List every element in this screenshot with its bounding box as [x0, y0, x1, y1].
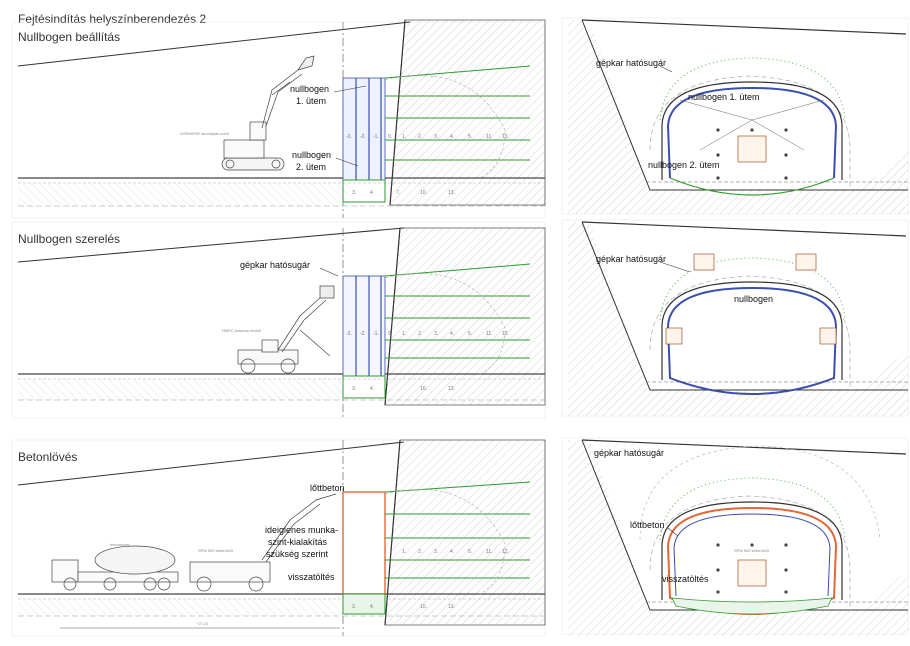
svg-text:3.: 3.	[352, 386, 356, 392]
excavator-label: LIEBHERR lánctalpas kotró	[180, 131, 230, 136]
label-reach-panel2: gépkar hatósugár	[240, 260, 310, 270]
label-right2-arch: nullbogen	[734, 294, 773, 304]
section3-title: Betonlövés	[18, 450, 78, 464]
panel2-soil	[384, 227, 546, 406]
svg-text:4.: 4.	[370, 386, 374, 392]
sprayer-label: SPM 500 betonlövő	[198, 548, 234, 553]
panel3-soil	[384, 439, 546, 626]
svg-text:2.: 2.	[418, 549, 422, 555]
sprayer-drawing	[189, 493, 337, 592]
svg-text:12.: 12.	[502, 134, 509, 140]
svg-text:-2.: -2.	[360, 331, 366, 337]
mixer-truck-drawing	[51, 545, 179, 591]
main-title: Fejtésindítás helyszínberendezés 2	[18, 12, 207, 26]
label-right3-backfill: visszatöltés	[662, 574, 709, 584]
label-right2-reach: gépkar hatósugár	[596, 254, 666, 264]
svg-text:11.: 11.	[486, 331, 493, 337]
lift-drawing	[237, 285, 335, 374]
label-temp-level-line3: szükség szerint	[266, 549, 329, 559]
label-backfill: visszatöltés	[288, 572, 335, 582]
section2-title: Nullbogen szerelés	[18, 232, 121, 246]
svg-text:1.: 1.	[402, 549, 406, 555]
svg-text:-1.: -1.	[373, 134, 379, 140]
svg-text:5.: 5.	[468, 331, 472, 337]
svg-text:4.: 4.	[450, 331, 454, 337]
svg-text:0.: 0.	[388, 134, 392, 140]
panel3-longitudinal: 1. 2. 3. 4. 5. 11. 12. 3. 4. 10. 13. betonmix…	[11, 439, 546, 637]
svg-text:2.: 2.	[418, 134, 422, 140]
svg-text:3.: 3.	[352, 604, 356, 610]
svg-text:0.: 0.	[388, 331, 392, 337]
mixer-label: betonmixer	[110, 542, 130, 547]
label-right1-arch1: nullbogen 1. ütem	[688, 92, 760, 102]
label-right3-machine: SPM 500 betonlövő	[734, 548, 770, 553]
svg-text:5.: 5.	[468, 549, 472, 555]
panel2-longitudinal: -3. -2. -1. 0. 1. 2. 3. 4. 5. 11. 12. 3. 4. 10…	[11, 221, 546, 419]
label-nullbogen1-line1: nullbogen	[290, 84, 329, 94]
svg-text:10.: 10.	[420, 386, 427, 392]
svg-text:4.: 4.	[370, 604, 374, 610]
section1-title: Nullbogen beállítás	[18, 30, 121, 44]
svg-text:-3.: -3.	[346, 331, 352, 337]
svg-text:4.: 4.	[450, 134, 454, 140]
dimension-label: ~27,21	[196, 621, 209, 626]
label-right1-arch2: nullbogen 2. ütem	[648, 160, 720, 170]
svg-text:13.: 13.	[448, 604, 455, 610]
svg-text:4.: 4.	[450, 549, 454, 555]
svg-text:1.: 1.	[402, 134, 406, 140]
svg-text:-3.: -3.	[346, 134, 352, 140]
label-nullbogen2-line1: nullbogen	[292, 150, 331, 160]
panel3-cross-section: SPM 500 betonlövő gépkar hatósugár lőttb…	[561, 437, 909, 636]
svg-text:1.: 1.	[402, 331, 406, 337]
svg-text:13.: 13.	[448, 190, 455, 196]
svg-text:4.: 4.	[370, 190, 374, 196]
svg-text:-1.: -1.	[373, 331, 379, 337]
panel2-cross-section: gépkar hatósugár nullbogen	[561, 219, 909, 417]
svg-text:3.: 3.	[434, 134, 438, 140]
svg-text:12.: 12.	[502, 549, 509, 555]
svg-text:3.: 3.	[434, 331, 438, 337]
svg-text:-2.: -2.	[360, 134, 366, 140]
lift-label: HMEC kosaras emelő	[222, 328, 262, 333]
svg-text:3.: 3.	[434, 549, 438, 555]
panel1-longitudinal: -3. -2. -1. 0. 1. 2. 3. 4. 5. 11. 12. 3. 4. 7.…	[11, 19, 546, 219]
label-right3-reach: gépkar hatósugár	[594, 448, 664, 458]
svg-text:10.: 10.	[420, 190, 427, 196]
panel1-soil	[389, 19, 546, 206]
svg-text:10.: 10.	[420, 604, 427, 610]
svg-text:7.: 7.	[396, 190, 400, 196]
label-nullbogen2-line2: 2. ütem	[296, 162, 326, 172]
label-temp-level-line2: szint-kialakítás	[268, 537, 328, 547]
label-nullbogen1-line2: 1. ütem	[296, 96, 326, 106]
panel1-cross-section: gépkar hatósugár nullbogen 1. ütem nullb…	[561, 17, 909, 215]
svg-text:12.: 12.	[502, 331, 509, 337]
label-right1-reach: gépkar hatósugár	[596, 58, 666, 68]
svg-text:5.: 5.	[468, 134, 472, 140]
excavator-drawing	[221, 55, 315, 171]
svg-text:2.: 2.	[418, 331, 422, 337]
svg-text:11.: 11.	[486, 134, 493, 140]
label-temp-level-line1: ideiglenes munka-	[265, 525, 338, 535]
label-shotcrete: lőttbeton	[310, 483, 345, 493]
svg-text:13.: 13.	[448, 386, 455, 392]
svg-text:11.: 11.	[486, 549, 493, 555]
label-right3-shotcrete: lőttbeton	[630, 520, 665, 530]
svg-text:3.: 3.	[352, 190, 356, 196]
